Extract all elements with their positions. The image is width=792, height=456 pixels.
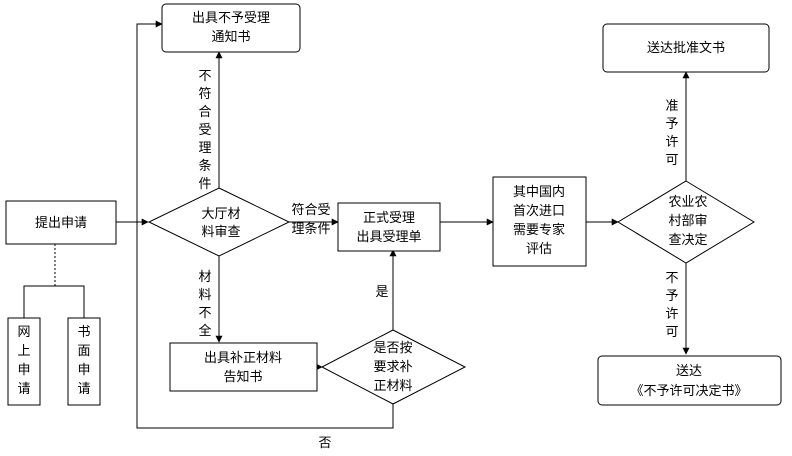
label-supplement-notice-1: 出具补正材料 [204, 351, 282, 366]
node-supplement-check [320, 329, 467, 405]
node-written [67, 317, 101, 406]
label-written-3: 申 [77, 363, 90, 378]
label-hall-review-1: 大厅材 [201, 207, 240, 222]
label-approval-doc: 送达批准文书 [647, 41, 725, 56]
label-expert-eval-2: 首次进口 [513, 203, 565, 219]
label-online-4: 请 [17, 382, 30, 397]
label-supplement-check-2: 要求补 [373, 360, 412, 375]
label-approve-2: 予 [665, 117, 678, 132]
label-not-meet-3: 合 [198, 105, 211, 120]
label-yes: 是 [375, 285, 388, 300]
label-online-1: 网 [17, 325, 30, 340]
nodes [5, 3, 782, 406]
connector-types [23, 285, 85, 318]
label-written-2: 面 [77, 344, 90, 359]
label-ministry-review-1: 农业农 [668, 195, 707, 210]
node-ministry-review [617, 180, 755, 264]
label-not-meet-4: 受 [198, 123, 211, 138]
label-online-3: 申 [17, 363, 30, 378]
label-not-meet-1: 不 [198, 69, 211, 84]
node-supplement-notice [169, 342, 318, 392]
label-not-meet-5: 理 [198, 141, 211, 156]
label-refuse-3: 许 [665, 307, 678, 322]
label-refuse-2: 予 [665, 289, 678, 304]
node-formal-accept [337, 202, 441, 252]
node-hall-review [147, 187, 291, 257]
label-supplement-check-3: 正材料 [373, 379, 412, 394]
label-approve-1: 准 [665, 99, 678, 114]
node-refusal-doc [597, 355, 782, 406]
label-not-meet-2: 符 [198, 86, 211, 102]
label-incomplete-3: 不 [198, 306, 211, 321]
label-submit: 提出申请 [35, 215, 87, 231]
label-meet-2: 理条件 [291, 221, 330, 237]
edge-check-no-to-not-accept [136, 20, 394, 429]
label-expert-eval-4: 评估 [526, 242, 552, 257]
label-not-meet-7: 件 [198, 177, 211, 192]
label-not-accept-1: 出具不予受理 [192, 11, 270, 26]
label-expert-eval-3: 需要专家 [513, 222, 565, 238]
label-no: 否 [318, 436, 331, 451]
label-approve-3: 许 [665, 135, 678, 150]
label-meet-1: 符合受 [291, 202, 330, 218]
label-incomplete-4: 全 [198, 323, 211, 339]
label-incomplete-2: 料 [198, 288, 211, 303]
label-refuse-4: 可 [665, 325, 678, 340]
label-ministry-review-2: 村部审 [668, 214, 707, 229]
label-hall-review-2: 料审查 [201, 225, 240, 240]
label-refusal-doc-1: 送达 [676, 364, 702, 379]
node-online [7, 317, 41, 406]
label-online-2: 上 [17, 344, 30, 359]
label-formal-accept-2: 出具受理单 [356, 230, 421, 245]
label-expert-eval-1: 其中国内 [513, 184, 565, 200]
label-not-accept-2: 通知书 [211, 29, 250, 45]
label-supplement-check-1: 是否按 [373, 341, 412, 356]
node-submit [5, 200, 117, 245]
edge-labels: 不 符 合 受 理 条 件 符合受 理条件 材 料 不 全 是 否 准 予 许 … [198, 69, 678, 451]
label-not-meet-6: 条 [198, 158, 211, 174]
label-approve-4: 可 [665, 153, 678, 168]
node-expert-eval [492, 176, 587, 267]
label-refuse-1: 不 [665, 271, 678, 286]
node-labels: 提出申请 网 上 申 请 书 面 申 请 大厅材 料审查 出具不予受理 通知书 … [17, 11, 747, 399]
node-approval-doc [602, 23, 770, 73]
label-refusal-doc-2: 《不予许可决定书》 [630, 384, 747, 399]
label-supplement-notice-2: 告知书 [223, 369, 262, 385]
label-formal-accept-1: 正式受理 [363, 211, 415, 226]
label-written-4: 请 [77, 382, 90, 397]
label-incomplete-1: 材 [198, 270, 211, 285]
node-not-accept-notice [161, 3, 301, 53]
label-written-1: 书 [77, 325, 90, 340]
edges [23, 20, 690, 429]
label-ministry-review-3: 查决定 [668, 233, 707, 248]
